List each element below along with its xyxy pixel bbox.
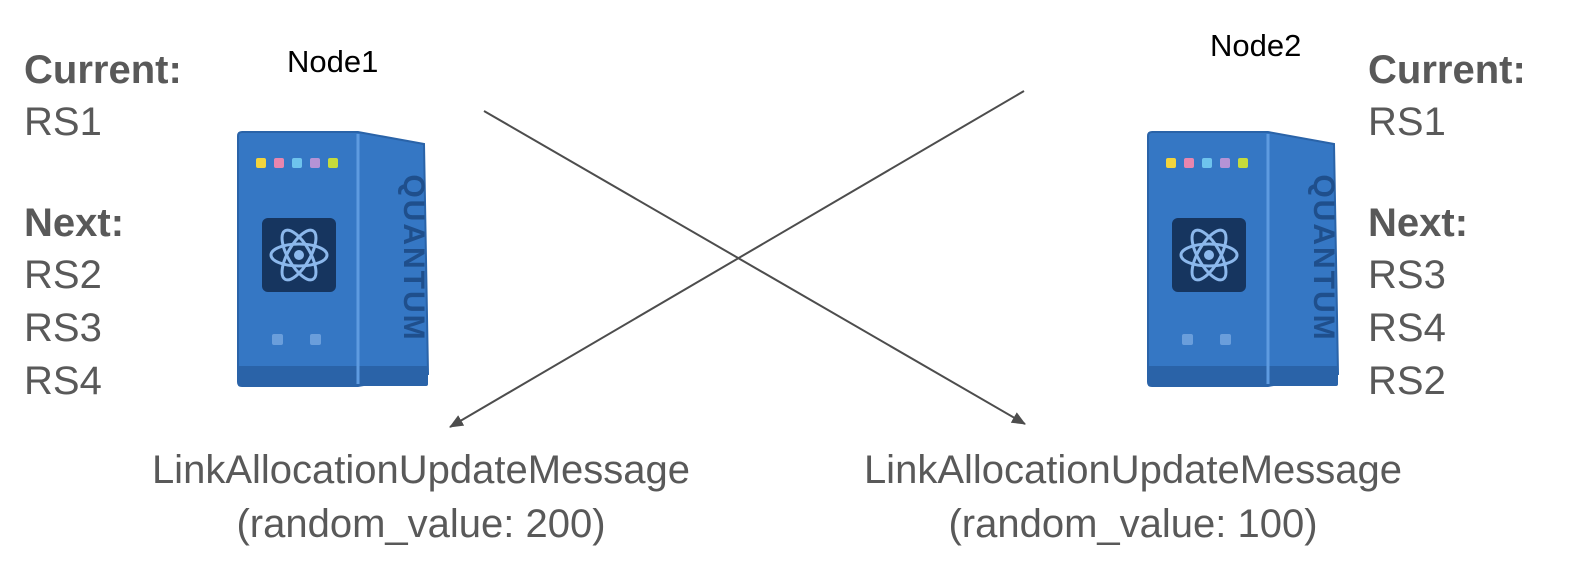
- message-right-name: LinkAllocationUpdateMessage: [863, 448, 1403, 492]
- node2-current-header: Current:: [1368, 48, 1526, 92]
- node2-label: Node2: [1210, 28, 1302, 63]
- message-left-detail: (random_value: 200): [236, 502, 606, 546]
- message-left-name: LinkAllocationUpdateMessage: [151, 448, 691, 492]
- node2-next-item: RS4: [1368, 305, 1446, 350]
- quantum-label: QUANTUM: [397, 174, 430, 341]
- node1-label: Node1: [287, 44, 379, 79]
- arrow-node2-to-node1: [449, 90, 1025, 428]
- node2-next-header: Next:: [1368, 201, 1469, 245]
- quantum-server-icon: QUANTUM: [1147, 131, 1340, 387]
- atom-icon: [1172, 218, 1246, 292]
- node1-next-header: Next:: [24, 201, 125, 245]
- message-right: LinkAllocationUpdateMessage (random_valu…: [822, 443, 1444, 551]
- node1-current-header: Current:: [24, 48, 182, 92]
- quantum-label: QUANTUM: [1307, 174, 1340, 341]
- node2-current-value: RS1: [1368, 99, 1446, 144]
- quantum-server-icon: QUANTUM: [237, 131, 430, 387]
- node1-current-value: RS1: [24, 99, 102, 144]
- arrow-node1-to-node2: [483, 110, 1026, 425]
- node1-next-item: RS4: [24, 358, 102, 403]
- node1-state-list: Current: RS1 Next: RS2 RS3 RS4: [24, 45, 182, 407]
- node1-next-item: RS2: [24, 252, 102, 297]
- message-right-detail: (random_value: 100): [948, 502, 1318, 546]
- message-left: LinkAllocationUpdateMessage (random_valu…: [110, 443, 732, 551]
- node2-next-item: RS3: [1368, 252, 1446, 297]
- node1-next-item: RS3: [24, 305, 102, 350]
- node2-state-list: Current: RS1 Next: RS3 RS4 RS2: [1368, 45, 1526, 407]
- node2-next-item: RS2: [1368, 358, 1446, 403]
- atom-icon: [262, 218, 336, 292]
